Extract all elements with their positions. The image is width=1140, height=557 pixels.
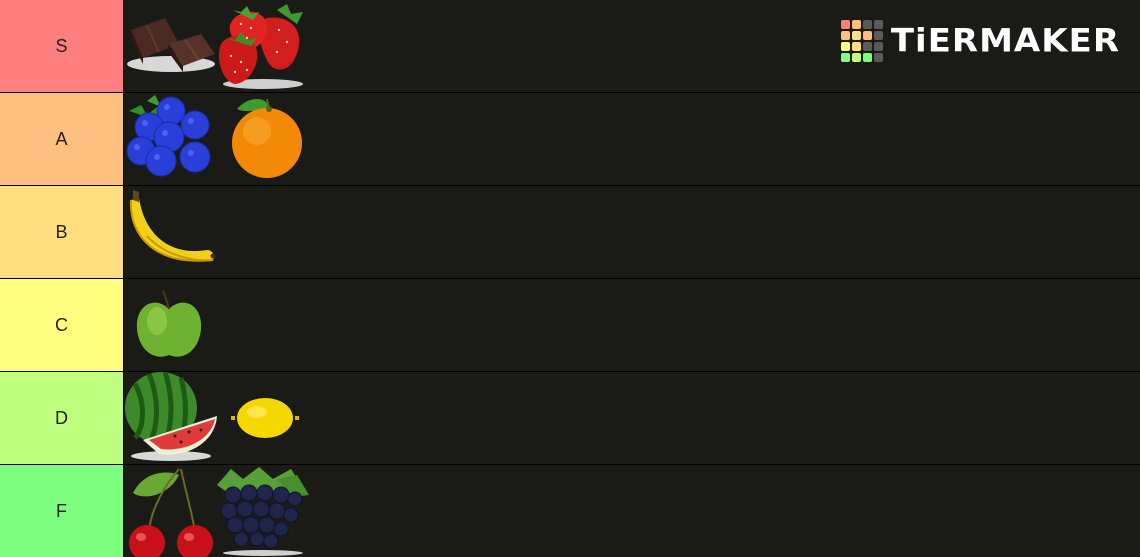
logo-grid-square <box>862 42 872 51</box>
lemon-icon <box>231 398 299 438</box>
strawberries-icon <box>218 4 303 89</box>
tier-items-c[interactable] <box>124 279 1140 371</box>
lemon-item[interactable] <box>217 372 309 464</box>
logo-grid-square <box>851 42 861 51</box>
tier-row-a: A <box>0 93 1140 185</box>
logo-grid-square <box>873 53 883 62</box>
logo-grid-square <box>851 31 861 40</box>
grapes-item[interactable] <box>217 465 309 557</box>
tier-row-f: F <box>0 465 1140 557</box>
tiermaker-logo-grid-icon <box>840 20 883 62</box>
tier-label-a[interactable]: A <box>0 93 124 185</box>
logo-grid-square <box>873 42 883 51</box>
logo-grid-square <box>840 53 850 62</box>
strawberries-item[interactable] <box>217 0 309 92</box>
tier-label-b[interactable]: B <box>0 186 124 278</box>
logo-grid-square <box>862 31 872 40</box>
banana-item[interactable] <box>125 186 217 278</box>
tier-items-a[interactable] <box>124 93 1140 185</box>
tier-row-c: C <box>0 279 1140 371</box>
tier-row-s: S <box>0 0 1140 92</box>
tier-items-s[interactable] <box>124 0 1140 92</box>
logo-grid-square <box>840 20 850 29</box>
tier-label-s[interactable]: S <box>0 0 124 92</box>
green-apple-item[interactable] <box>125 279 217 371</box>
logo-grid-square <box>851 20 861 29</box>
cherries-item[interactable] <box>125 465 217 557</box>
green-apple-icon <box>136 290 202 357</box>
logo-grid-square <box>873 20 883 29</box>
grapes-icon <box>217 467 309 556</box>
tier-label-d[interactable]: D <box>0 372 124 464</box>
logo-grid-square <box>873 31 883 40</box>
tier-items-f[interactable] <box>124 465 1140 557</box>
tier-label-f[interactable]: F <box>0 465 124 557</box>
logo-grid-square <box>862 20 872 29</box>
blue-raspberries-icon <box>126 95 211 177</box>
chocolate-icon <box>127 18 215 72</box>
blue-raspberries-item[interactable] <box>125 93 217 185</box>
logo-grid-square <box>840 31 850 40</box>
watermelon-icon <box>125 372 217 461</box>
tier-items-d[interactable] <box>124 372 1140 464</box>
logo-grid-square <box>840 42 850 51</box>
tier-label-c[interactable]: C <box>0 279 124 371</box>
watermelon-item[interactable] <box>125 372 217 464</box>
logo-grid-square <box>851 53 861 62</box>
tiermaker-logo-text: TiERMAKER <box>890 22 1120 60</box>
tier-items-b[interactable] <box>124 186 1140 278</box>
tier-row-d: D <box>0 372 1140 464</box>
tiermaker-logo[interactable]: TiERMAKER <box>840 20 1120 62</box>
chocolate-item[interactable] <box>125 0 217 92</box>
logo-grid-square <box>862 53 872 62</box>
cherries-icon <box>129 468 213 557</box>
banana-icon <box>129 190 216 262</box>
orange-item[interactable] <box>217 93 309 185</box>
orange-icon <box>232 98 302 178</box>
tier-row-b: B <box>0 186 1140 278</box>
